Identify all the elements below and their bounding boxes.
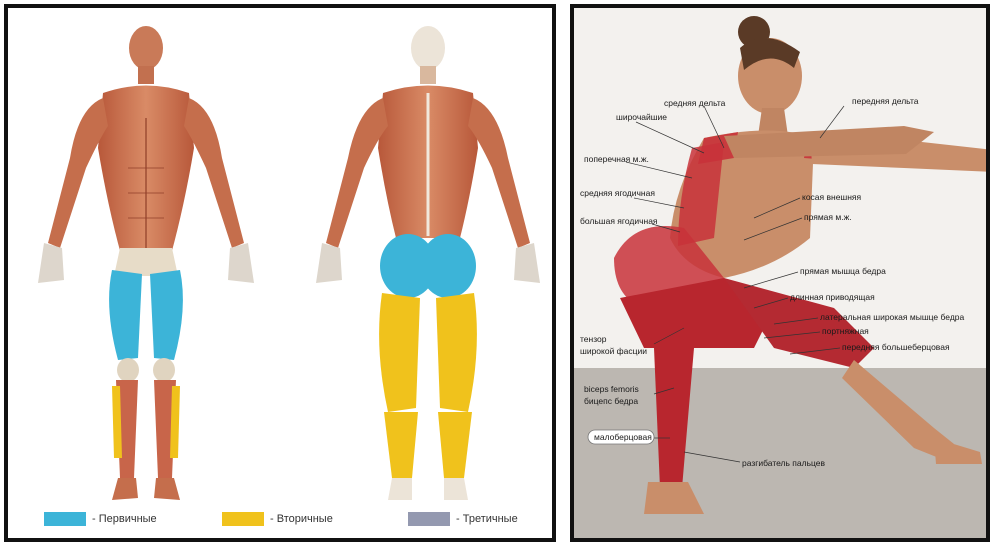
legend-swatch-primary	[44, 512, 86, 526]
muscle-legend: - Первичные - Вторичные - Третичные	[8, 512, 552, 532]
side-lunge-panel: средняя дельта передняя дельта широчайши…	[570, 4, 990, 542]
back-figure	[316, 26, 540, 500]
label-dlinnaya-privodyashchaya: длинная приводящая	[790, 292, 875, 302]
legend-swatch-secondary	[222, 512, 264, 526]
label-pryamaya-mzh: прямая м.ж.	[804, 212, 852, 222]
legend-swatch-tertiary	[408, 512, 450, 526]
label-tenzor-line2: широкой фасции	[580, 346, 647, 356]
side-lunge-illustration: средняя дельта передняя дельта широчайши…	[574, 8, 986, 538]
label-lateralnaya: латеральная широкая мышце бедра	[820, 312, 965, 322]
label-portnyazhnaya: портняжная	[822, 326, 869, 336]
legend-item-tertiary: - Третичные	[408, 512, 518, 526]
label-biceps-bedra: бицепс бедра	[584, 396, 638, 406]
muscle-chart-panel: - Первичные - Вторичные - Третичные	[4, 4, 556, 542]
label-poperechnaya: поперечная м.ж.	[584, 154, 649, 164]
label-perednyaya-delta: передняя дельта	[852, 96, 919, 106]
label-biceps-femoris: biceps femoris	[584, 384, 639, 394]
label-bolshaya-yagodichnaya: большая ягодичная	[580, 216, 658, 226]
front-figure	[38, 26, 254, 500]
label-perednyaya-bolshebertsovaya: передняя большеберцовая	[842, 342, 950, 352]
label-razgibatel: разгибатель пальцев	[742, 458, 826, 468]
label-srednyaya-yagodichnaya: средняя ягодичная	[580, 188, 655, 198]
legend-label-secondary: - Вторичные	[270, 513, 333, 525]
label-tenzor: тензор	[580, 334, 607, 344]
label-srednyaya-delta: средняя дельта	[664, 98, 726, 108]
legend-item-secondary: - Вторичные	[222, 512, 333, 526]
label-kosaya-vneshnyaya: косая внешняя	[802, 192, 862, 202]
label-pryamaya-myshtsa-bedra: прямая мышца бедра	[800, 266, 886, 276]
legend-item-primary: - Первичные	[44, 512, 157, 526]
anatomy-figures-illustration	[8, 8, 552, 508]
legend-label-primary: - Первичные	[92, 513, 157, 525]
label-shirochayshie: широчайшие	[616, 112, 667, 122]
label-malobertsovaya: малоберцовая	[594, 432, 652, 442]
legend-label-tertiary: - Третичные	[456, 513, 518, 525]
